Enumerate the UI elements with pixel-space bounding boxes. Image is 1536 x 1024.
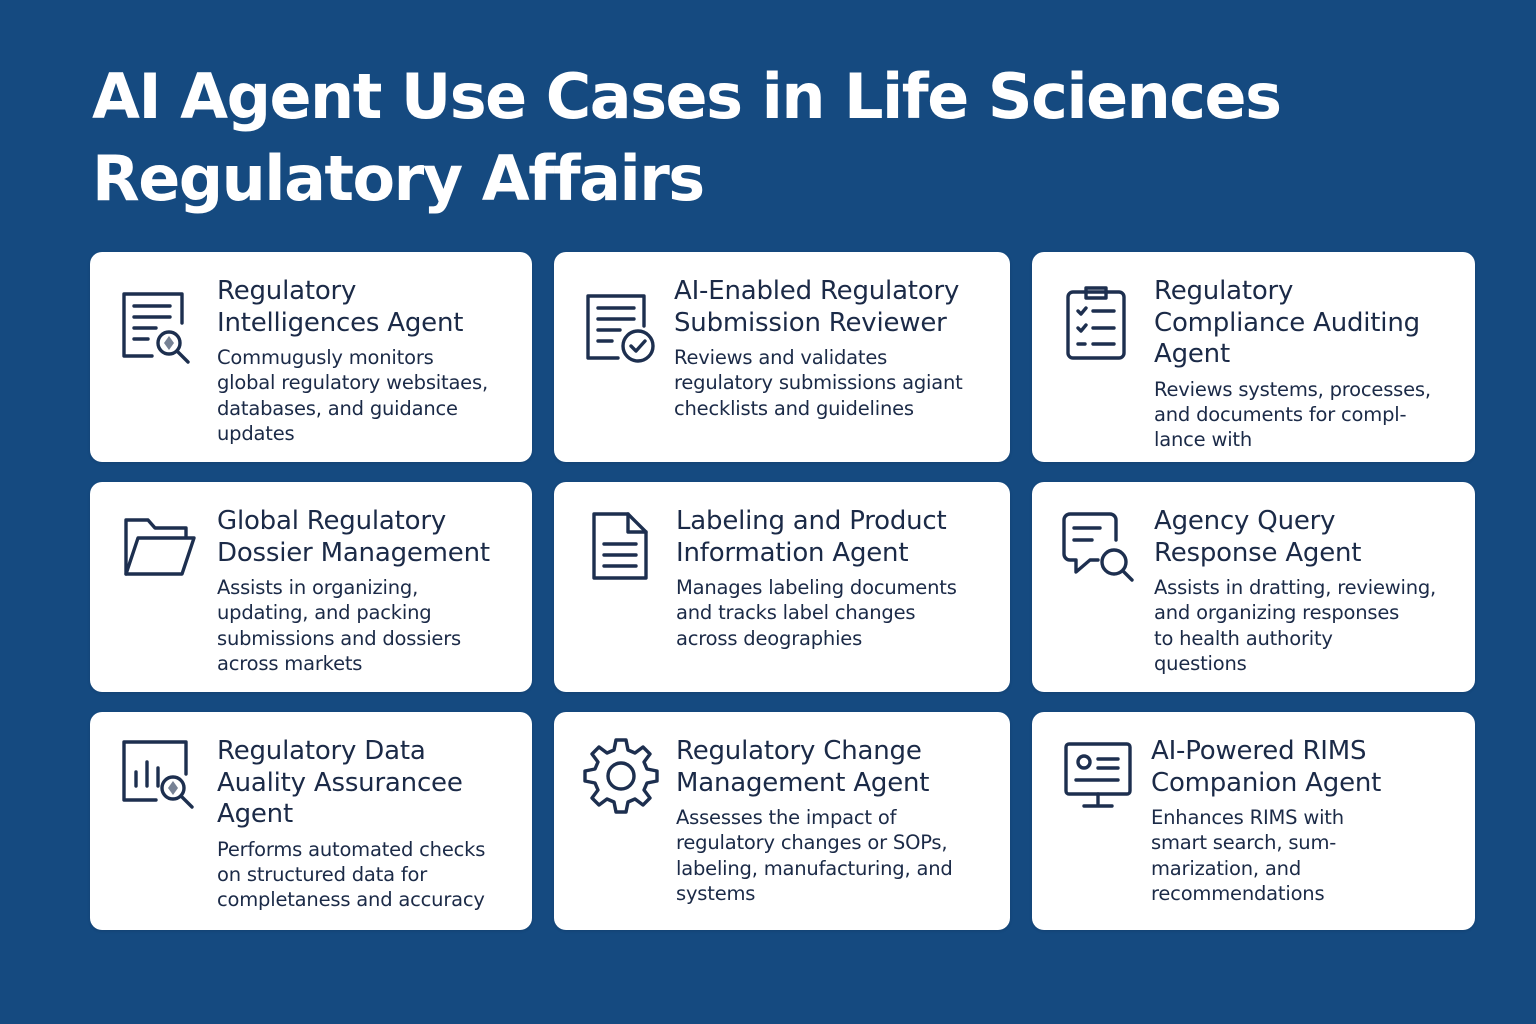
card-description: Manages labeling documents and tracks la… [676, 576, 957, 650]
card-text: AI-Powered RIMS Companion Agent Enhances… [1151, 736, 1459, 907]
chart-search-icon [120, 738, 200, 818]
card-text: Regulatory Compliance Auditing Agent Rev… [1154, 276, 1459, 453]
card-title: AI-Powered RIMS Companion Agent [1151, 736, 1382, 798]
use-case-card-regulatory-intelligence: Regulatory Intelligences Agent Commugusl… [90, 252, 532, 462]
card-description: Performs automated checks on structured … [217, 837, 486, 912]
card-description: Commugusly monitors global regulatory we… [217, 346, 488, 446]
gear-icon [582, 736, 662, 816]
card-text: Agency Query Response Agent Assists in d… [1154, 506, 1459, 677]
card-title: Labeling and Product Information Agent [676, 506, 947, 568]
use-case-card-rims-companion: AI-Powered RIMS Companion Agent Enhances… [1032, 712, 1475, 930]
card-title: Regulatory Data Auality Assurancee Agent [217, 736, 463, 829]
card-description: Reviews and validates regulatory submiss… [674, 346, 963, 420]
card-description: Enhances RIMS with smart search, sum- ma… [1151, 806, 1344, 906]
card-text: Labeling and Product Information Agent M… [676, 506, 994, 651]
chat-search-icon [1062, 510, 1142, 590]
card-title: Regulatory Compliance Auditing Agent [1154, 276, 1420, 369]
page-title-line-1: AI Agent Use Cases in Life Sciences [92, 60, 1282, 133]
use-case-card-dossier-management: Global Regulatory Dossier Management Ass… [90, 482, 532, 692]
card-title: Regulatory Intelligences Agent [217, 276, 464, 338]
page-title: AI Agent Use Cases in Life Sciences Regu… [92, 56, 1452, 220]
page-title-line-2: Regulatory Affairs [92, 142, 705, 215]
document-icon [590, 510, 670, 590]
use-case-card-change-management: Regulatory Change Management Agent Asses… [554, 712, 1010, 930]
use-case-card-compliance-auditing: Regulatory Compliance Auditing Agent Rev… [1032, 252, 1475, 462]
monitor-icon [1062, 740, 1142, 820]
card-description: Assesses the impact of regulatory change… [676, 806, 953, 906]
folder-icon [122, 514, 202, 594]
card-text: Regulatory Data Auality Assurancee Agent… [217, 736, 516, 913]
use-case-card-labeling-information: Labeling and Product Information Agent M… [554, 482, 1010, 692]
card-text: Regulatory Change Management Agent Asses… [676, 736, 994, 907]
use-case-card-data-quality: Regulatory Data Auality Assurancee Agent… [90, 712, 532, 930]
use-case-card-submission-reviewer: AI-Enabled Regulatory Submission Reviewe… [554, 252, 1010, 462]
card-text: Global Regulatory Dossier Management Ass… [217, 506, 516, 677]
card-title: Regulatory Change Management Agent [676, 736, 930, 798]
card-description: Reviews systems, processes, and document… [1154, 377, 1431, 452]
card-description: Assists in dratting, reviewing, and orga… [1154, 576, 1437, 676]
document-check-icon [584, 290, 664, 370]
card-text: AI-Enabled Regulatory Submission Reviewe… [674, 276, 994, 421]
card-title: AI-Enabled Regulatory Submission Reviewe… [674, 276, 960, 338]
use-case-card-agency-query: Agency Query Response Agent Assists in d… [1032, 482, 1475, 692]
clipboard-checklist-icon [1062, 284, 1142, 364]
document-search-icon [120, 288, 200, 368]
card-description: Assists in organizing, updating, and pac… [217, 576, 461, 676]
card-text: Regulatory Intelligences Agent Commugusl… [217, 276, 516, 447]
card-title: Global Regulatory Dossier Management [217, 506, 490, 568]
card-title: Agency Query Response Agent [1154, 506, 1362, 568]
